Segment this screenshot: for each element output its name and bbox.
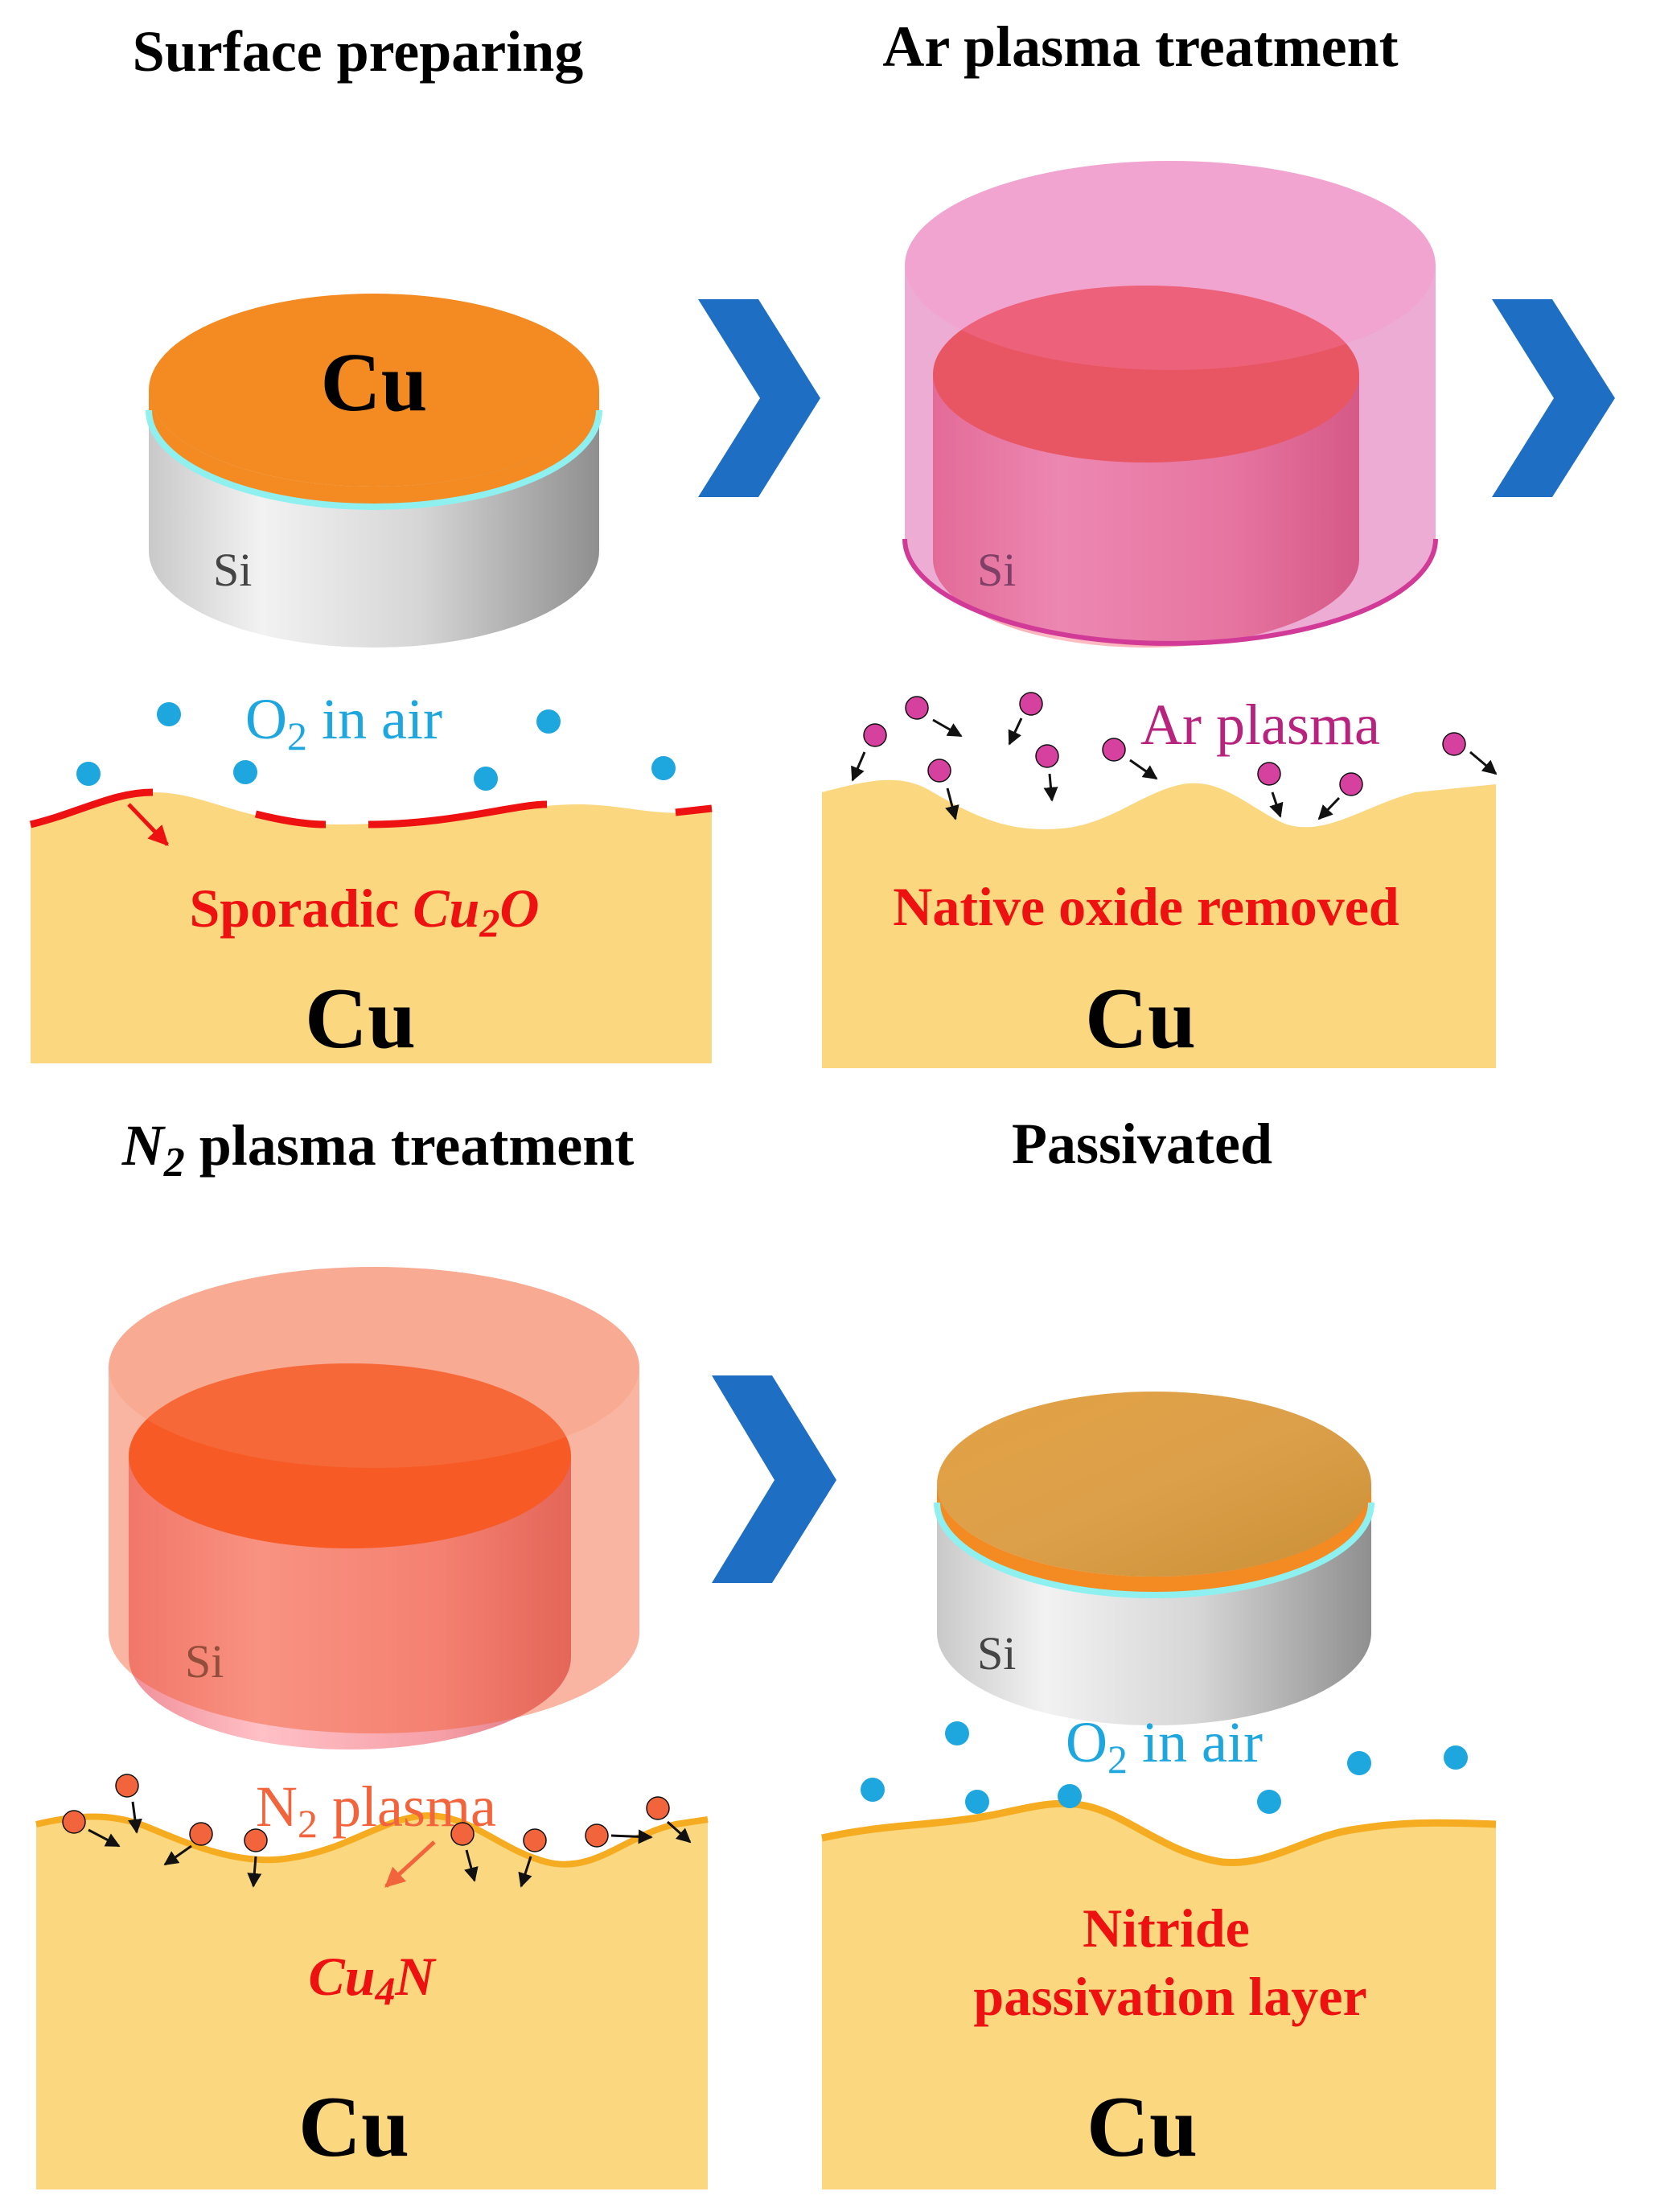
wafer-disk-plasma: Si bbox=[902, 161, 1438, 648]
bulk-cu-label: Cu bbox=[305, 971, 416, 1067]
panel-title: N2 plasma treatment bbox=[121, 1113, 635, 1186]
disk-cu-label: Cu bbox=[321, 336, 428, 429]
nitride-formula-note: Cu4N bbox=[308, 1946, 437, 2013]
oxide-note: Sporadic Cu2O bbox=[189, 878, 539, 945]
wafer-disk-plasma: Si bbox=[109, 1267, 639, 1749]
gas-label: O2 in air bbox=[245, 687, 442, 759]
si-label: Si bbox=[977, 1627, 1016, 1680]
ar-ions bbox=[863, 692, 1466, 796]
chevron-right-icon bbox=[1492, 299, 1615, 497]
o2-molecules bbox=[861, 1721, 1468, 1814]
si-label: Si bbox=[185, 1635, 224, 1688]
bulk-cu-label: Cu bbox=[298, 2079, 409, 2175]
gas-label: O2 in air bbox=[1066, 1710, 1263, 1782]
svg-text:passivation layer: passivation layer bbox=[973, 1966, 1366, 2027]
surface-cross-section: O2 in air Sporadic Cu2O Cu bbox=[29, 687, 713, 1067]
bulk-cu-label: Cu bbox=[1087, 2079, 1198, 2175]
nitride-passivation-note: Nitride passivation layer bbox=[973, 1897, 1366, 2027]
gas-label: N2 plasma bbox=[256, 1774, 496, 1846]
panel-ar-plasma: Ar plasma treatment Si Ar plasma bbox=[822, 14, 1498, 1068]
panel-n2-plasma: N2 plasma treatment Si N2 plasma bbox=[35, 1113, 709, 2189]
ar-cross-section: Ar plasma Native oxide removed Cu bbox=[822, 692, 1498, 1068]
gas-label: Ar plasma bbox=[1140, 693, 1380, 757]
chevron-right-icon bbox=[712, 1375, 836, 1583]
panel-title: Ar plasma treatment bbox=[882, 14, 1398, 79]
bulk-cu-label: Cu bbox=[1085, 971, 1196, 1067]
si-label: Si bbox=[977, 544, 1016, 596]
wafer-disk-passivated: Si bbox=[934, 1392, 1374, 1725]
panel-title: Passivated bbox=[1012, 1112, 1272, 1176]
n2-ions bbox=[62, 1774, 670, 1852]
wafer-disk: Cu Si bbox=[146, 294, 602, 648]
n2-cross-section: N2 plasma Cu4N Cu bbox=[35, 1774, 709, 2189]
si-label: Si bbox=[213, 544, 252, 596]
chevron-right-icon bbox=[698, 299, 820, 497]
o2-molecules bbox=[76, 702, 676, 791]
oxide-removed-note: Native oxide removed bbox=[893, 876, 1399, 937]
panel-passivated: Passivated Si O2 in air Nitride passivat… bbox=[821, 1112, 1497, 2189]
svg-text:Nitride: Nitride bbox=[1083, 1897, 1250, 1959]
passivated-cross-section: O2 in air Nitride passivation layer Cu bbox=[821, 1710, 1497, 2189]
panel-title: Surface preparing bbox=[133, 19, 584, 84]
panel-surface-preparing: Surface preparing Cu Si O2 in air bbox=[29, 19, 713, 1067]
